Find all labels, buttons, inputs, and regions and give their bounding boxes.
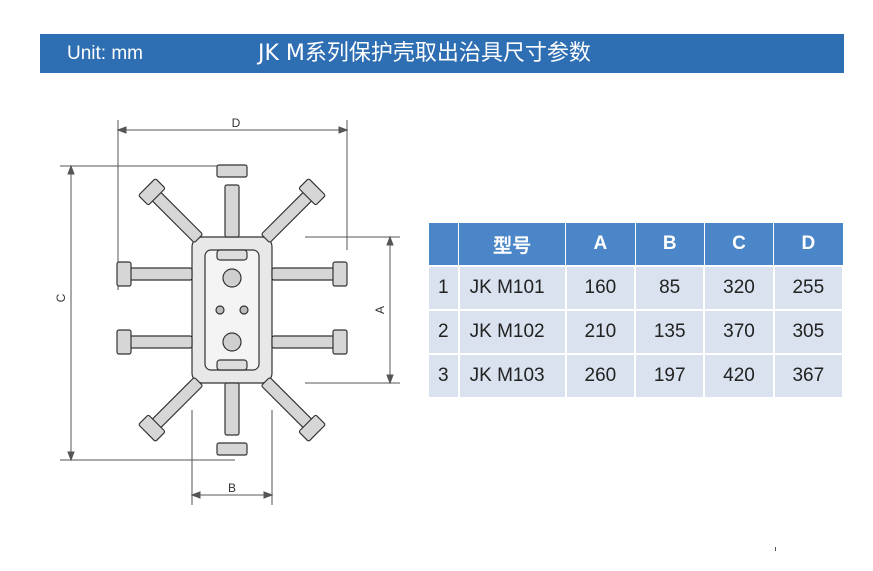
fixture-body <box>191 236 273 384</box>
page-tick-mark <box>775 547 776 551</box>
table-row: 3 JK M103 260 197 420 367 <box>427 353 845 399</box>
table-header-row: 型号 A B C D <box>427 222 844 267</box>
spec-table: 型号 A B C D 1 JK M101 160 85 320 255 2 JK… <box>427 222 845 399</box>
value-c: 320 <box>703 265 775 311</box>
value-a: 160 <box>564 265 637 311</box>
value-a: 210 <box>564 309 637 355</box>
title-bar: Unit: mm JK M系列保护壳取出治具尺寸参数 <box>40 34 844 73</box>
value-d: 305 <box>772 309 845 355</box>
row-index: 1 <box>427 265 460 311</box>
value-b: 135 <box>634 309 706 355</box>
model-cell: JK M101 <box>457 265 567 311</box>
unit-label: Unit: mm <box>67 43 143 64</box>
col-header-model: 型号 <box>458 222 567 267</box>
fixture-drawing: D C A B <box>55 116 400 505</box>
valve-arms <box>116 164 348 456</box>
col-header-index <box>427 222 460 267</box>
dim-label-d: D <box>232 116 241 130</box>
page-title: JK M系列保护壳取出治具尺寸参数 <box>258 41 591 66</box>
dim-label-b: B <box>228 481 236 495</box>
model-cell: JK M103 <box>457 353 567 399</box>
table-row: 2 JK M102 210 135 370 305 <box>427 309 845 355</box>
value-d: 255 <box>772 265 845 311</box>
value-c: 420 <box>703 353 775 399</box>
col-header-a: A <box>565 222 636 267</box>
col-header-d: D <box>773 222 844 267</box>
value-b: 197 <box>634 353 706 399</box>
row-index: 3 <box>427 353 460 399</box>
value-d: 367 <box>772 353 845 399</box>
row-index: 2 <box>427 309 460 355</box>
col-header-c: C <box>703 222 775 267</box>
col-header-b: B <box>634 222 705 267</box>
dim-label-a: A <box>373 306 387 314</box>
value-b: 85 <box>634 265 706 311</box>
table-row: 1 JK M101 160 85 320 255 <box>427 265 845 311</box>
value-a: 260 <box>564 353 637 399</box>
value-c: 370 <box>703 309 775 355</box>
dim-label-c: C <box>55 293 68 302</box>
model-cell: JK M102 <box>457 309 567 355</box>
